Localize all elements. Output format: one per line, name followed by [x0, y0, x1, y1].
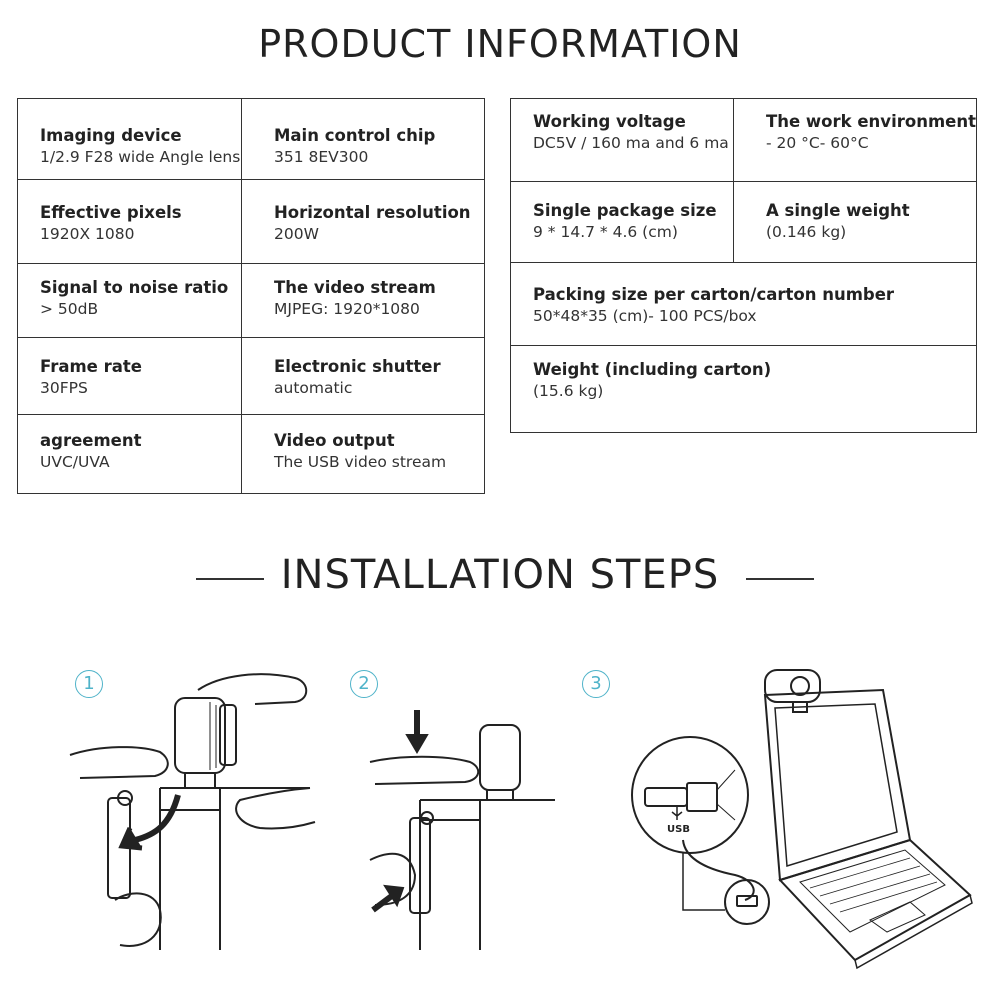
spec-value: (0.146 kg) [766, 223, 847, 241]
spec-label: Single package size [533, 201, 717, 220]
title-dash-left [196, 578, 264, 580]
spec-value: 30FPS [40, 379, 88, 397]
spec-label: The work environment [766, 112, 976, 131]
spec-label: Signal to noise ratio [40, 278, 229, 297]
spec-value: 1920X 1080 [40, 225, 135, 243]
spec-value: (15.6 kg) [533, 382, 604, 400]
spec-value: - 20 °C- 60°C [766, 134, 869, 152]
spec-cell: Single package size 9 * 14.7 * 4.6 (cm) [510, 181, 734, 263]
spec-label: Packing size per carton/carton number [533, 285, 895, 304]
spec-value: 200W [274, 225, 319, 243]
spec-value: automatic [274, 379, 353, 397]
step-1-illustration [69, 673, 316, 950]
spec-label: The video stream [274, 278, 436, 297]
spec-cell: Main control chip 351 8EV300 [241, 98, 485, 180]
spec-cell: Signal to noise ratio > 50dB [17, 263, 242, 338]
step-3-number: 3 [582, 670, 610, 698]
spec-label: Weight (including carton) [533, 360, 772, 379]
spec-cell: The work environment - 20 °C- 60°C [733, 98, 977, 182]
spec-cell: Imaging device 1/2.9 F28 wide Angle lens [17, 98, 242, 180]
spec-label: Effective pixels [40, 203, 182, 222]
spec-cell: Electronic shutter automatic [241, 337, 485, 415]
spec-value: 9 * 14.7 * 4.6 (cm) [533, 223, 678, 241]
spec-cell: A single weight (0.146 kg) [733, 181, 977, 263]
step-3-illustration: USB [631, 669, 973, 970]
spec-label: Working voltage [533, 112, 686, 131]
product-information-title: PRODUCT INFORMATION [258, 22, 742, 66]
spec-cell: Packing size per carton/carton number 50*… [510, 262, 977, 346]
spec-label: Frame rate [40, 357, 142, 376]
spec-label: Horizontal resolution [274, 203, 471, 222]
table-row: Single package size 9 * 14.7 * 4.6 (cm) A… [510, 181, 977, 263]
spec-label: Main control chip [274, 126, 436, 145]
step-1-number: 1 [75, 670, 103, 698]
title-dash-right [746, 578, 814, 580]
installation-steps-title: INSTALLATION STEPS [280, 552, 720, 598]
spec-cell: Effective pixels 1920X 1080 [17, 179, 242, 264]
table-row: Weight (including carton) (15.6 kg) [510, 345, 977, 433]
table-row: Packing size per carton/carton number 50*… [510, 262, 977, 346]
usb-label: USB [667, 824, 690, 835]
spec-value: 50*48*35 (cm)- 100 PCS/box [533, 307, 757, 325]
spec-cell: Weight (including carton) (15.6 kg) [510, 345, 977, 433]
spec-value: DC5V / 160 ma and 6 ma [533, 134, 729, 152]
step-2-illustration [369, 710, 555, 950]
spec-value: MJPEG: 1920*1080 [274, 300, 420, 318]
spec-label: Video output [274, 431, 395, 450]
spec-label: Electronic shutter [274, 357, 441, 376]
spec-value: 1/2.9 F28 wide Angle lens [40, 148, 241, 166]
table-row: Signal to noise ratio > 50dB The video st… [17, 263, 485, 338]
table-row: Frame rate 30FPS Electronic shutter automa… [17, 337, 485, 415]
spec-label: A single weight [766, 201, 910, 220]
spec-cell: Horizontal resolution 200W [241, 179, 485, 264]
spec-value: > 50dB [40, 300, 99, 318]
table-row: Effective pixels 1920X 1080 Horizontal re… [17, 179, 485, 264]
spec-cell: Frame rate 30FPS [17, 337, 242, 415]
spec-label: Imaging device [40, 126, 182, 145]
spec-value: UVC/UVA [40, 453, 110, 471]
spec-label: agreement [40, 431, 142, 450]
spec-value: The USB video stream [274, 453, 447, 471]
spec-value: 351 8EV300 [274, 148, 369, 166]
step-2-number: 2 [350, 670, 378, 698]
